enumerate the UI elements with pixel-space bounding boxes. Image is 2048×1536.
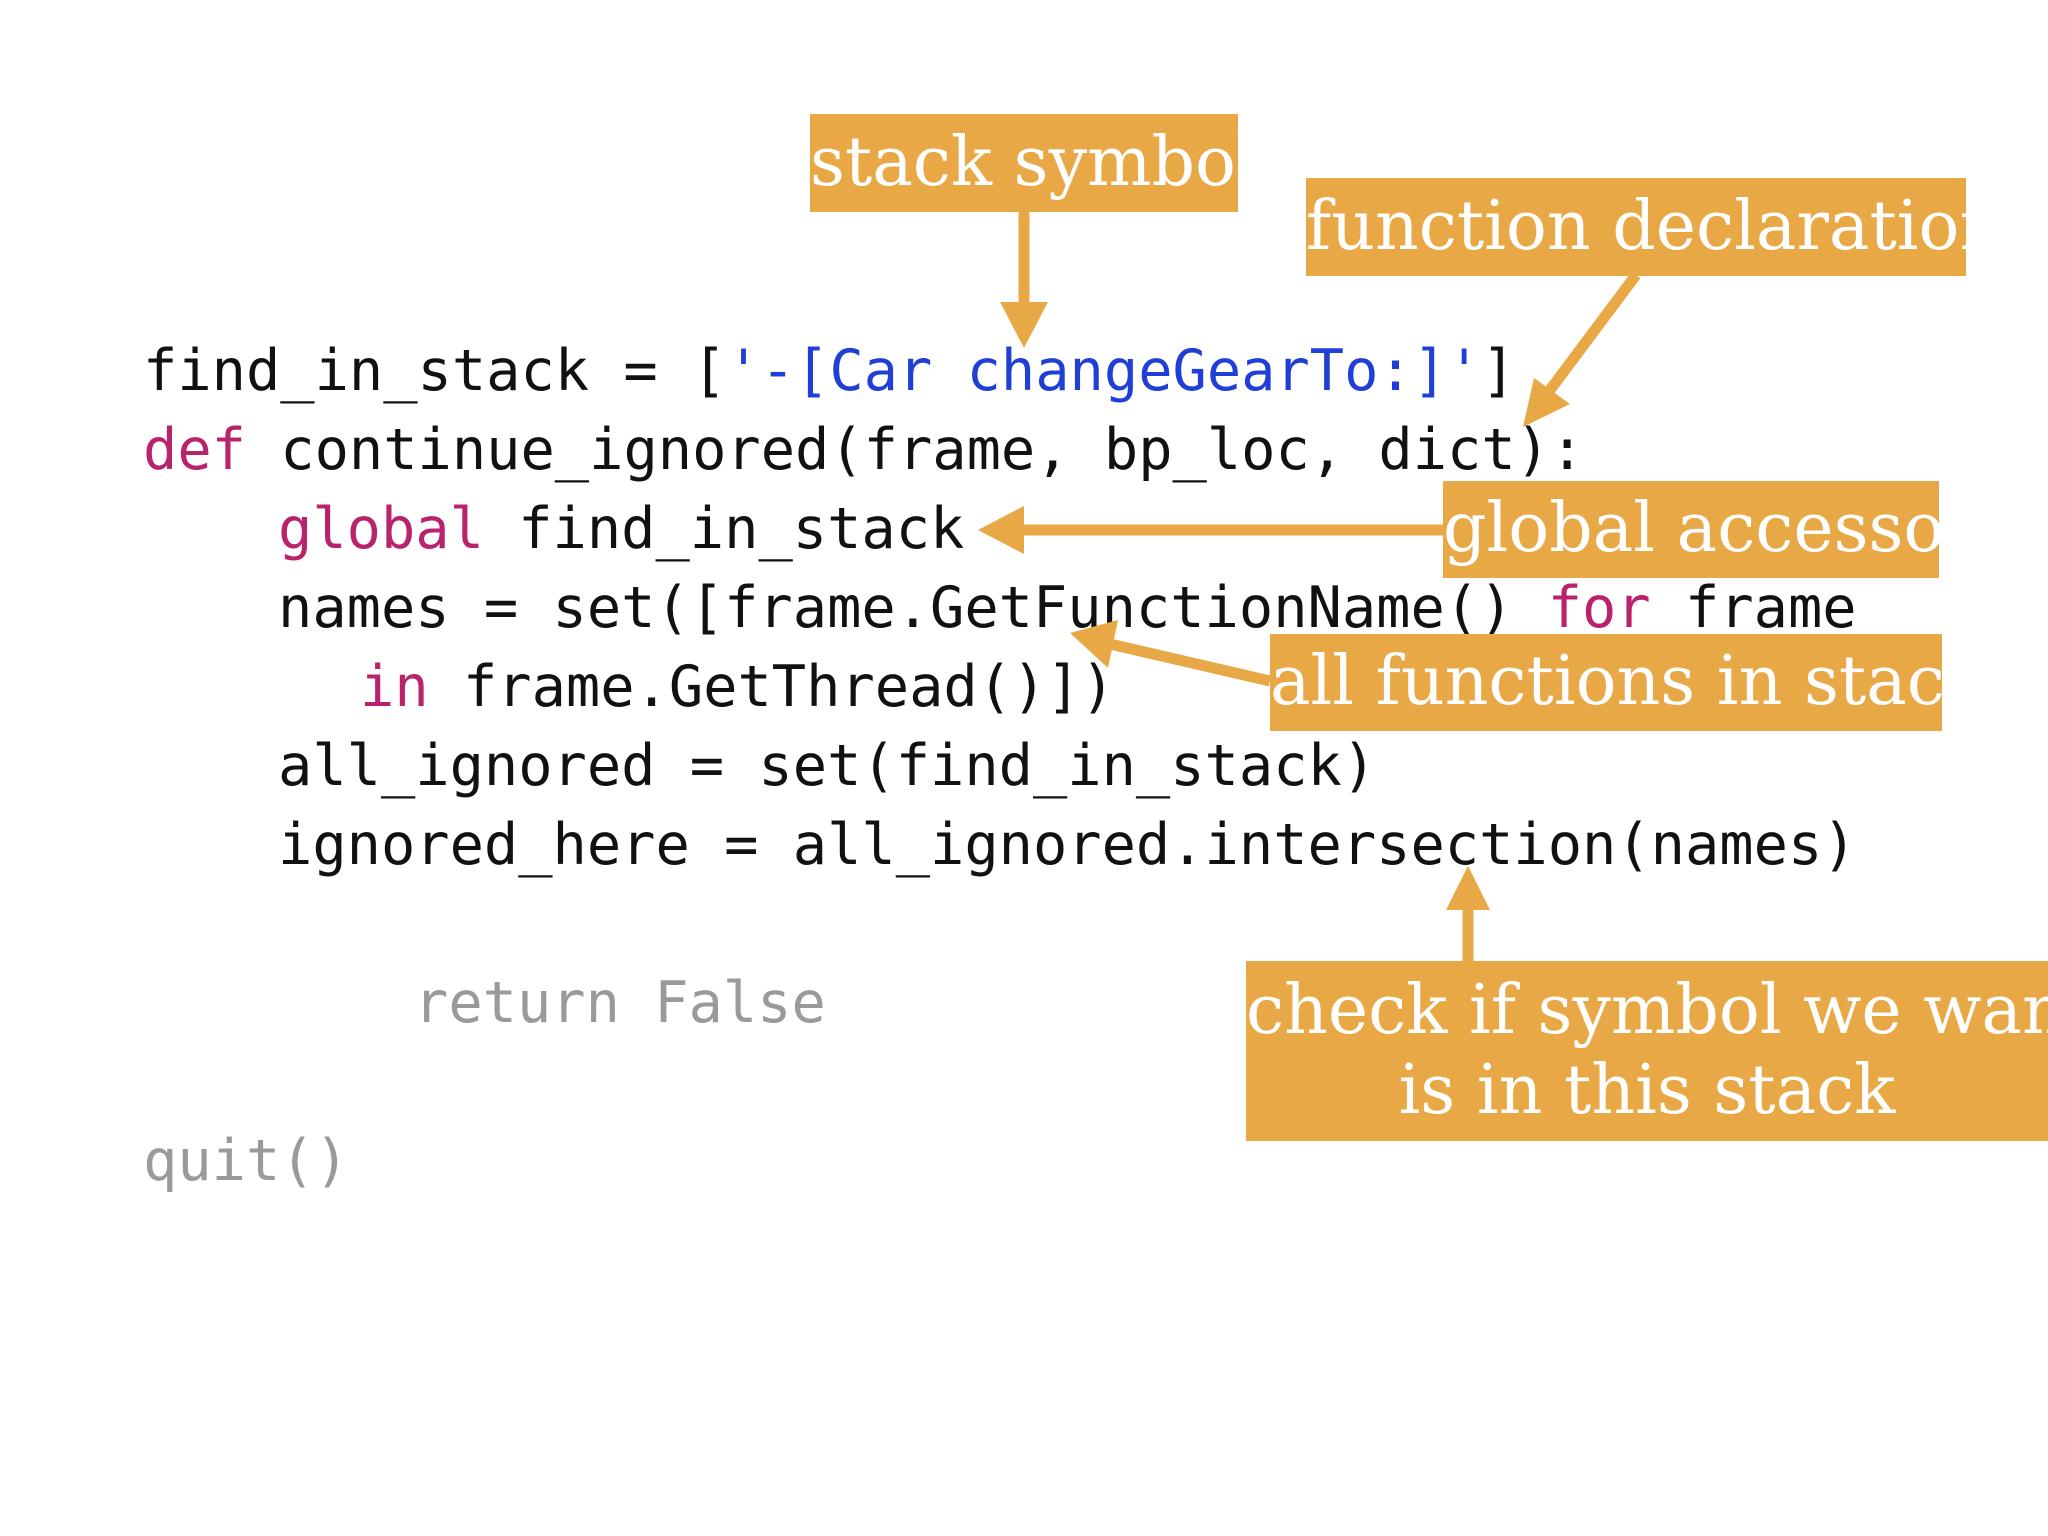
arrow-function-declaration: [1545, 271, 1641, 394]
code-string: '-[Car changeGearTo:]': [726, 338, 1482, 404]
arrowhead-stack-symbol: [1000, 302, 1048, 348]
code-text: ]: [1481, 338, 1516, 404]
callout-global-accessor: global accessor: [1443, 481, 1977, 578]
code-keyword: in: [360, 654, 429, 720]
code-line-quit: quit(): [143, 1122, 349, 1201]
callout-text: function declaration: [1306, 187, 2004, 266]
arrowhead-function-declaration: [1523, 378, 1570, 427]
code-text: find_in_stack: [483, 496, 965, 562]
code-line-5: in frame.GetThread()]): [360, 648, 1115, 727]
code-keyword: for: [1547, 575, 1651, 641]
callout-function-declaration: function declaration: [1306, 178, 2003, 276]
code-line-return: return False: [414, 964, 826, 1043]
code-text: ignored_here = all_ignored.intersection(…: [278, 812, 1857, 878]
code-line-4: names = set([frame.GetFunctionName() for…: [278, 569, 1857, 648]
code-text: continue_ignored(frame, bp_loc, dict):: [245, 417, 1585, 483]
callout-stack-symbol: stack symbol: [810, 114, 1258, 212]
callout-text-line-1: check if symbol we want: [1246, 971, 2048, 1050]
callout-text: all functions in stack: [1270, 642, 1987, 721]
code-text: find_in_stack = [: [143, 338, 727, 404]
code-line-6: all_ignored = set(find_in_stack): [278, 727, 1376, 806]
arrowhead-check: [1446, 866, 1490, 910]
callout-text: global accessor: [1443, 489, 1977, 568]
code-line-3: global find_in_stack: [278, 490, 964, 569]
callout-check-symbol: check if symbol we want is in this stack: [1246, 961, 2048, 1141]
code-line-2: def continue_ignored(frame, bp_loc, dict…: [143, 411, 1584, 490]
code-keyword: def: [143, 417, 246, 483]
arrowhead-all-functions: [1070, 620, 1118, 668]
callout-text: stack symbol: [810, 123, 1258, 202]
code-line-1: find_in_stack = ['-[Car changeGearTo:]']: [143, 332, 1516, 411]
code-text: frame.GetThread()]): [428, 654, 1115, 720]
code-keyword: global: [278, 496, 484, 562]
code-line-7: ignored_here = all_ignored.intersection(…: [278, 806, 1857, 885]
code-text: return False: [414, 970, 826, 1036]
arrow-all-functions: [1108, 638, 1272, 687]
code-text: quit(): [143, 1128, 349, 1194]
arrowhead-global-accessor: [978, 506, 1024, 554]
callout-all-functions: all functions in stack: [1270, 634, 1986, 731]
callout-text-line-2: is in this stack: [1398, 1051, 1896, 1130]
code-text: all_ignored = set(find_in_stack): [278, 733, 1377, 799]
code-text: names = set([frame.GetFunctionName(): [278, 575, 1548, 641]
code-text: frame: [1650, 575, 1857, 641]
